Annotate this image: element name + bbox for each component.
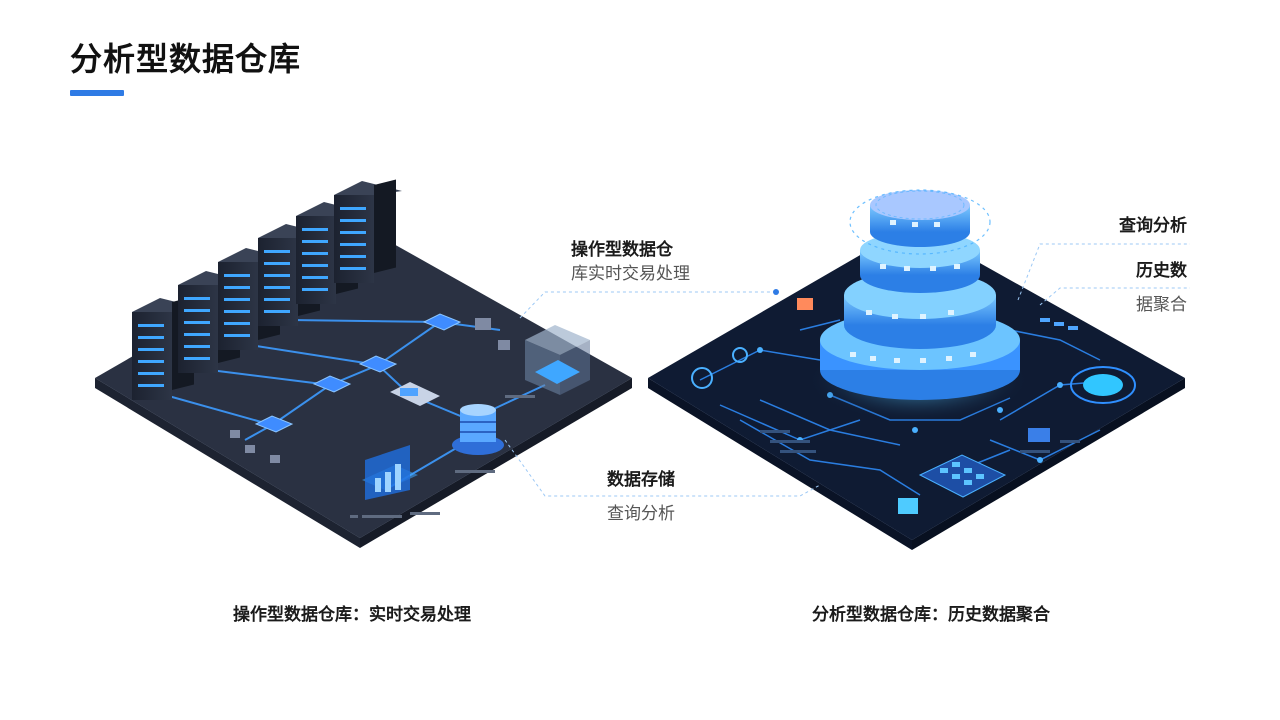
database-icon	[452, 404, 504, 455]
data-tower-icon	[820, 189, 1020, 400]
server-racks	[132, 179, 402, 400]
right-callout-mid-line1: 历史数	[1136, 261, 1187, 281]
callout-leaders	[504, 243, 1190, 497]
title-underline	[70, 90, 124, 96]
right-board	[648, 189, 1185, 550]
chart-panel-icon	[362, 445, 418, 500]
glass-cube-icon	[525, 325, 590, 395]
left-callout-line1: 操作型数据仓	[571, 240, 673, 260]
card-reader-icon	[390, 382, 440, 406]
left-callout-line2: 库实时交易处理	[571, 264, 690, 284]
grid-chip-icon	[918, 454, 1007, 498]
right-callout-top: 查询分析	[1119, 216, 1187, 236]
left-board	[95, 179, 632, 548]
middle-callout-line1: 数据存储	[607, 470, 675, 490]
page-title: 分析型数据仓库	[70, 40, 302, 78]
right-callout-mid-line2: 据聚合	[1136, 295, 1187, 315]
middle-callout-line2: 查询分析	[607, 504, 675, 524]
ring-device-icon	[1070, 366, 1136, 404]
right-caption: 分析型数据仓库：历史数据聚合	[812, 605, 1050, 625]
left-caption: 操作型数据仓库：实时交易处理	[233, 605, 471, 625]
